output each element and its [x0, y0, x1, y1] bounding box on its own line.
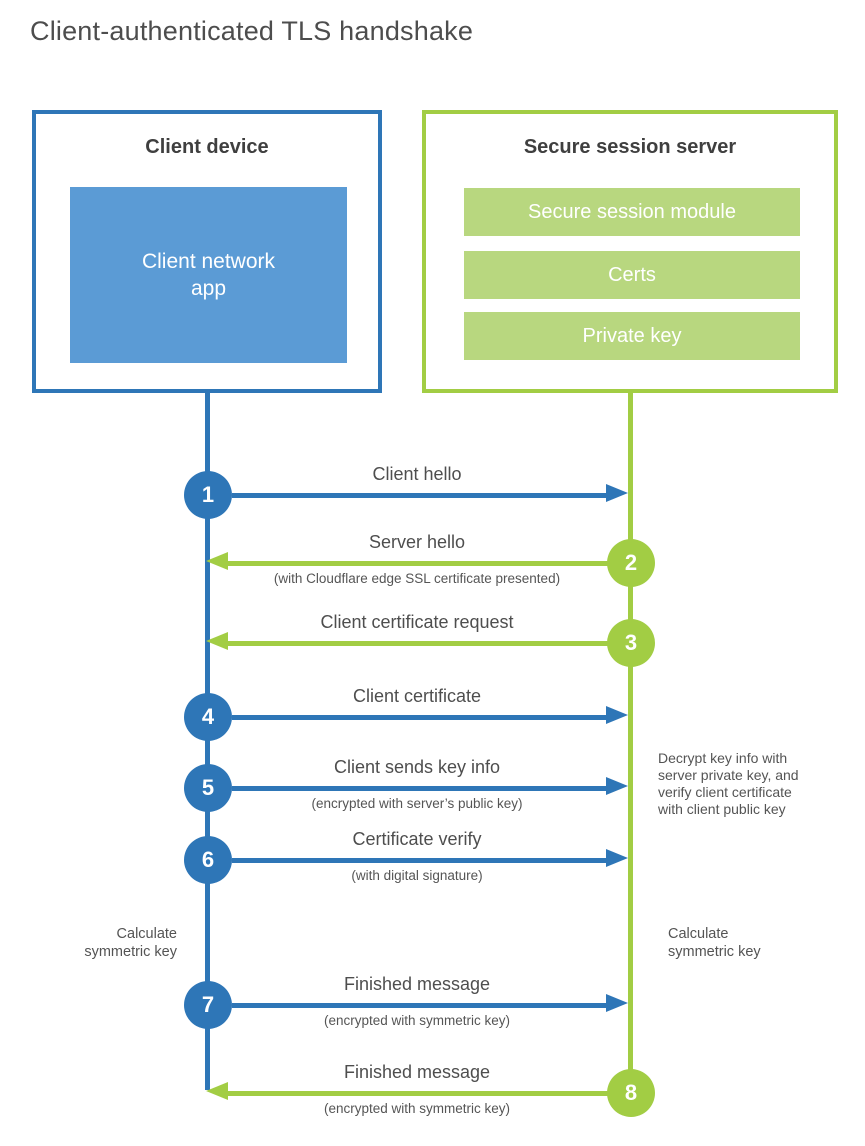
- step-number-badge: 1: [184, 471, 232, 519]
- server-lifeline: [628, 393, 633, 1093]
- decrypt-key-info-note: Decrypt key info with server private key…: [658, 750, 799, 817]
- client-device-title: Client device: [145, 136, 269, 158]
- arrow-line: [228, 641, 611, 646]
- arrow-left-icon: [206, 1082, 228, 1100]
- arrow-right-icon: [606, 777, 628, 795]
- client-lifeline: [205, 393, 210, 1090]
- arrow-right-icon: [606, 484, 628, 502]
- step-sublabel: (with digital signature): [351, 868, 483, 883]
- step-sublabel: (encrypted with server’s public key): [311, 796, 523, 811]
- step-number-badge: 8: [607, 1069, 655, 1117]
- step-label: Client certificate request: [320, 612, 514, 632]
- step-label: Client certificate: [352, 686, 482, 706]
- step-sublabel: (encrypted with symmetric key): [323, 1101, 511, 1116]
- step-number-badge: 6: [184, 836, 232, 884]
- step-number-badge: 3: [607, 619, 655, 667]
- page-title: Client-authenticated TLS handshake: [30, 16, 474, 46]
- step-number-badge: 2: [607, 539, 655, 587]
- step-label: Server hello: [368, 532, 466, 552]
- calculate-symmetric-key-server-note: Calculate symmetric key: [668, 926, 761, 960]
- arrow-line: [228, 1091, 611, 1096]
- step-number-badge: 4: [184, 693, 232, 741]
- server-module-certs: Certs: [464, 251, 800, 299]
- arrow-line: [232, 715, 608, 720]
- step-label: Finished message: [343, 974, 491, 994]
- arrow-line: [232, 1003, 608, 1008]
- step-number-badge: 7: [184, 981, 232, 1029]
- arrow-line: [232, 786, 608, 791]
- arrow-right-icon: [606, 706, 628, 724]
- step-label: Certificate verify: [352, 829, 482, 849]
- step-sublabel: (with Cloudflare edge SSL certificate pr…: [273, 571, 561, 586]
- arrow-right-icon: [606, 849, 628, 867]
- arrow-left-icon: [206, 632, 228, 650]
- secure-session-server-title: Secure session server: [523, 136, 737, 158]
- step-label: Finished message: [343, 1062, 491, 1082]
- step-label: Client sends key info: [333, 757, 501, 777]
- arrow-right-icon: [606, 994, 628, 1012]
- step-number-badge: 5: [184, 764, 232, 812]
- arrow-line: [232, 858, 608, 863]
- arrow-line: [228, 561, 611, 566]
- server-module-private-key: Private key: [464, 312, 800, 360]
- arrow-left-icon: [206, 552, 228, 570]
- arrow-line: [232, 493, 608, 498]
- client-network-app: Client network app: [70, 187, 347, 363]
- server-module-secure-session: Secure session module: [464, 188, 800, 236]
- step-label: Client hello: [372, 464, 462, 484]
- step-sublabel: (encrypted with symmetric key): [323, 1013, 511, 1028]
- calculate-symmetric-key-client-note: Calculate symmetric key: [84, 926, 177, 960]
